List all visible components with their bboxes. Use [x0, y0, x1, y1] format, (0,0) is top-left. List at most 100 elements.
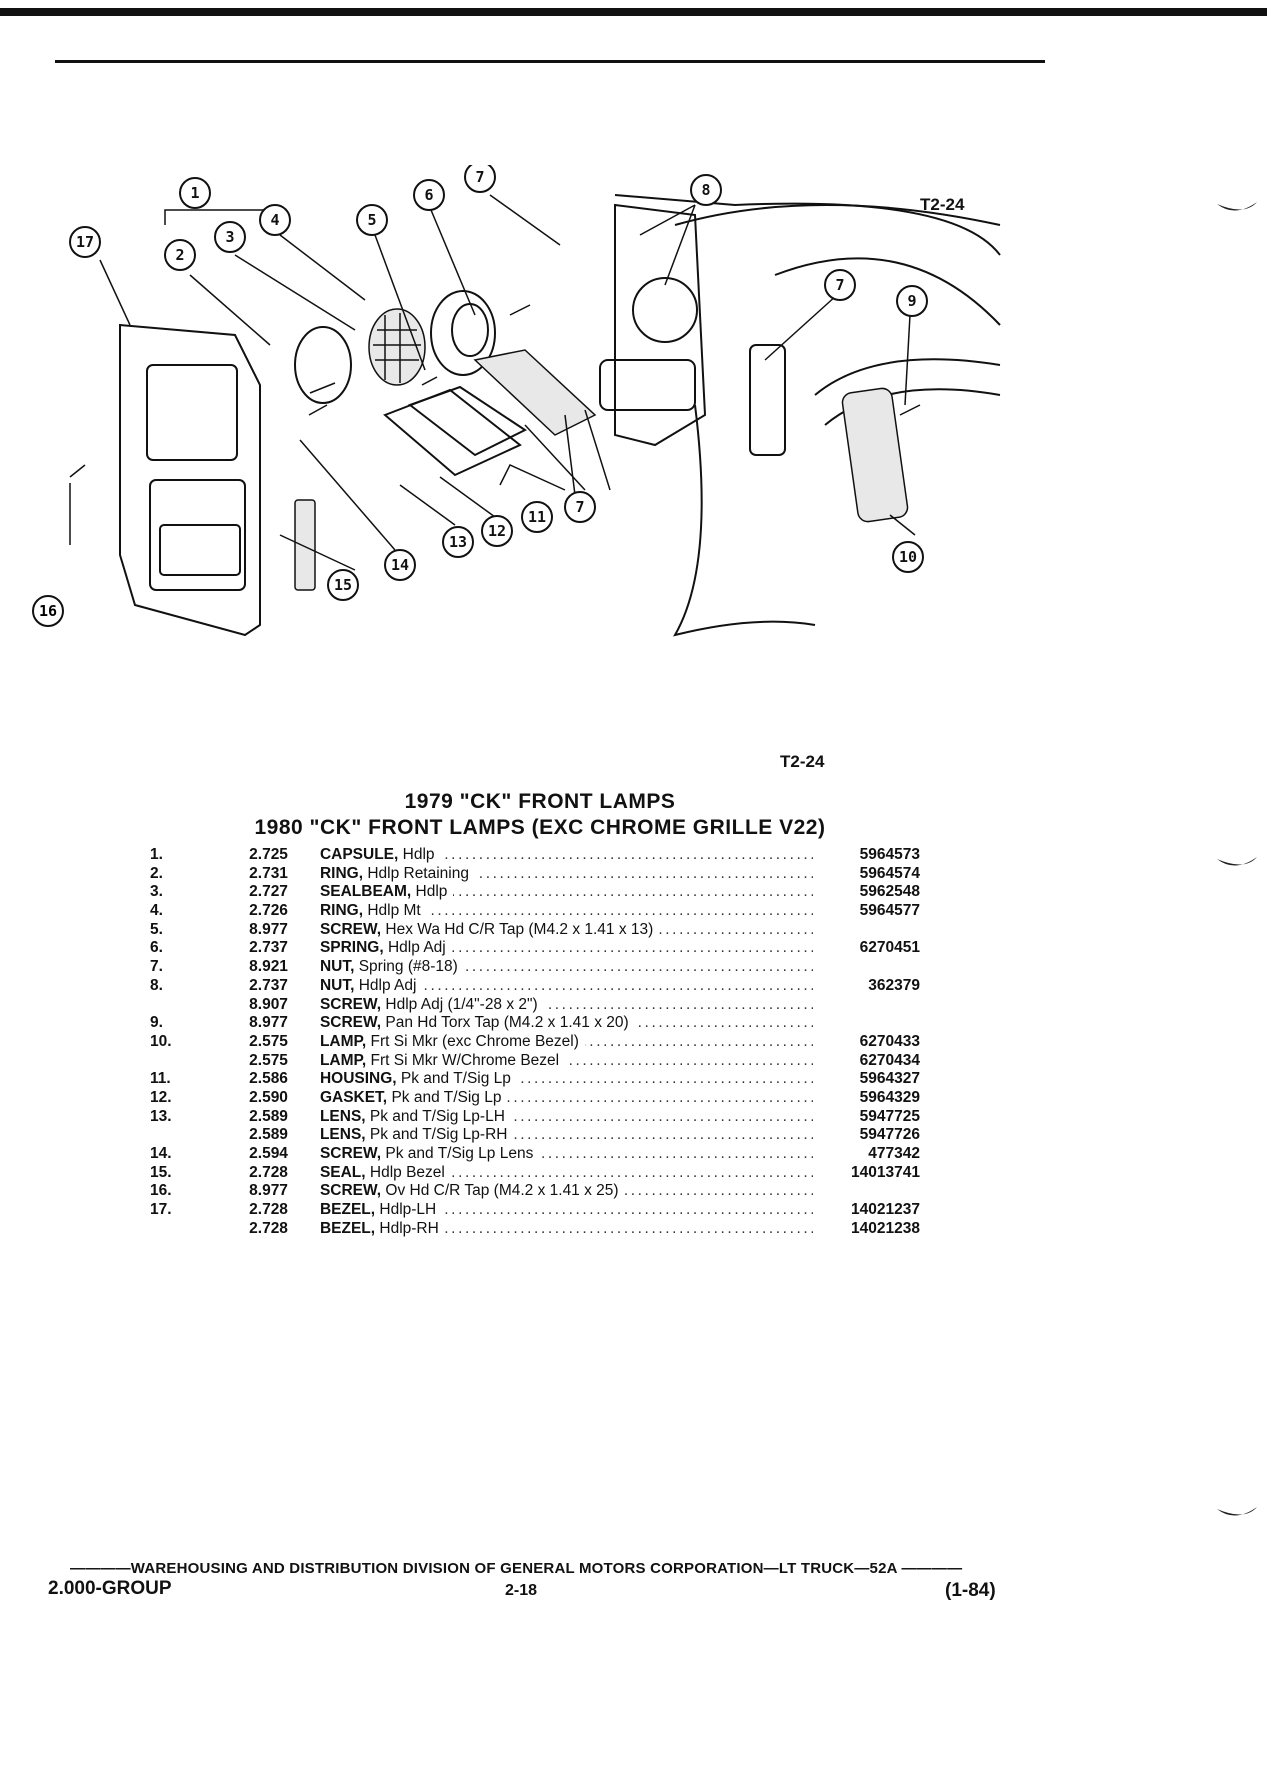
- part-number: 5962548: [859, 883, 920, 901]
- group-number: 8.977: [249, 1014, 288, 1032]
- item-number: [120, 1220, 200, 1239]
- part-description: ........................................…: [319, 1032, 813, 1052]
- svg-text:3: 3: [225, 228, 234, 246]
- table-row: 1.2.725.................................…: [120, 846, 920, 865]
- svg-text:12: 12: [488, 522, 506, 540]
- part-description: ........................................…: [319, 846, 813, 865]
- part-name: BEZEL,: [319, 1201, 376, 1219]
- part-name: NUT,: [319, 958, 355, 976]
- part-name: SCREW,: [319, 1145, 382, 1162]
- item-number: 5.: [150, 920, 163, 938]
- part-number: 14021238: [851, 1219, 920, 1237]
- callout-10: 10: [892, 541, 924, 573]
- table-row: 12.2.590................................…: [120, 1088, 920, 1108]
- part-detail: Frt Si Mkr (exc Chrome Bezel): [370, 1032, 579, 1050]
- figure-code-top: T2-24: [920, 195, 965, 214]
- part-description: ........................................…: [319, 958, 813, 977]
- part-number: 5947725: [859, 1107, 920, 1125]
- part-description: ........................................…: [319, 1219, 813, 1239]
- table-row: 7.8.921.................................…: [120, 958, 920, 977]
- callout-2: 2: [164, 239, 196, 271]
- group-number: 2.728: [249, 1163, 288, 1181]
- part-name: SCREW,: [319, 995, 382, 1013]
- group-number: 8.977: [249, 1182, 288, 1200]
- part-name: BEZEL,: [319, 1219, 376, 1237]
- group-number: 2.731: [249, 864, 288, 882]
- svg-text:10: 10: [899, 548, 917, 566]
- svg-text:1: 1: [190, 184, 199, 202]
- callout-9: 9: [896, 285, 928, 317]
- part-number: [813, 996, 920, 1015]
- part-detail: Pk and T/Sig Lp: [391, 1088, 502, 1106]
- svg-text:7: 7: [575, 498, 584, 516]
- scan-top-band: [0, 8, 1267, 16]
- table-row: 2.728...................................…: [120, 1219, 920, 1239]
- part-number: 477342: [868, 1145, 920, 1162]
- part-detail: Hdlp Adj: [387, 939, 446, 957]
- dot-leader: ........................................…: [319, 902, 813, 920]
- part-description: ........................................…: [319, 1126, 813, 1145]
- dot-leader: ........................................…: [319, 976, 813, 994]
- part-name: LAMP,: [319, 1032, 367, 1050]
- callout-16-marker: 16: [30, 593, 66, 634]
- svg-text:14: 14: [391, 556, 409, 574]
- group-number: 2.728: [249, 1219, 288, 1237]
- callout-3: 3: [214, 221, 246, 253]
- group-number: 8.977: [249, 920, 288, 938]
- svg-text:7: 7: [475, 168, 484, 186]
- item-number: 3.: [150, 883, 163, 901]
- part-number: 6270434: [859, 1051, 920, 1069]
- callout-7a: 7: [464, 161, 496, 193]
- part-name: CAPSULE,: [319, 846, 399, 863]
- svg-text:15: 15: [334, 576, 352, 594]
- exploded-parts-diagram: 1 2 3 4 5 6 7 8 7 9 17 7 11 12 13 14 15 …: [55, 161, 1055, 685]
- part-number: 6270451: [859, 939, 920, 957]
- callout-7b: 7: [824, 269, 856, 301]
- item-number: 1.: [150, 846, 163, 863]
- callout-11: 11: [521, 501, 553, 533]
- header-rule: [55, 60, 1045, 63]
- svg-text:2: 2: [175, 246, 184, 264]
- part-number: [813, 1014, 920, 1033]
- part-detail: Pk and T/Sig Lp-LH: [369, 1107, 505, 1125]
- group-number: 2.575: [249, 1032, 288, 1050]
- callout-12: 12: [481, 515, 513, 547]
- table-row: 13.2.589................................…: [120, 1107, 920, 1127]
- part-name: RING,: [319, 902, 363, 920]
- table-row: 16. 8.977................................…: [120, 1182, 920, 1201]
- footer-division-line: ————WAREHOUSING AND DISTRIBUTION DIVISIO…: [70, 1560, 963, 1577]
- group-number: 8.907: [249, 995, 288, 1013]
- item-number: 4.: [150, 902, 163, 920]
- part-number: 5964577: [859, 902, 920, 920]
- svg-text:11: 11: [528, 508, 546, 526]
- callout-8: 8: [690, 174, 722, 206]
- group-number: 2.727: [249, 883, 288, 901]
- svg-text:7: 7: [835, 276, 844, 294]
- item-number: 7.: [150, 958, 163, 976]
- group-number: 2.575: [249, 1051, 288, 1069]
- part-detail: Hdlp Adj: [358, 976, 417, 994]
- part-name: GASKET,: [319, 1088, 388, 1106]
- callout-14: 14: [384, 549, 416, 581]
- callout-1: 1: [179, 177, 211, 209]
- item-number: 16.: [150, 1182, 172, 1200]
- svg-text:6: 6: [424, 186, 433, 204]
- part-number: 5964329: [859, 1088, 920, 1106]
- table-row: 8.907...................................…: [120, 995, 920, 1015]
- part-number: 6270433: [859, 1032, 920, 1050]
- table-row: 3.2.727.................................…: [120, 883, 920, 902]
- page-edge-mark: [1215, 200, 1259, 225]
- callout-17: 17: [69, 226, 101, 258]
- svg-text:4: 4: [270, 211, 279, 229]
- table-row: 4.2.726.................................…: [120, 902, 920, 921]
- figure-code-bottom: T2-24: [780, 752, 825, 771]
- part-detail: Pk and T/Sig Lp: [400, 1070, 511, 1088]
- part-detail: Frt Si Mkr W/Chrome Bezel: [370, 1051, 560, 1069]
- callout-15: 15: [327, 569, 359, 601]
- part-description: ........................................…: [319, 1182, 813, 1201]
- part-description: ........................................…: [319, 1088, 813, 1108]
- title-1979: 1979 "CK" FRONT LAMPS: [404, 790, 676, 813]
- table-row: 2.2.731.................................…: [120, 864, 920, 884]
- part-name: LAMP,: [319, 1051, 367, 1069]
- page-edge-mark: [1215, 855, 1259, 880]
